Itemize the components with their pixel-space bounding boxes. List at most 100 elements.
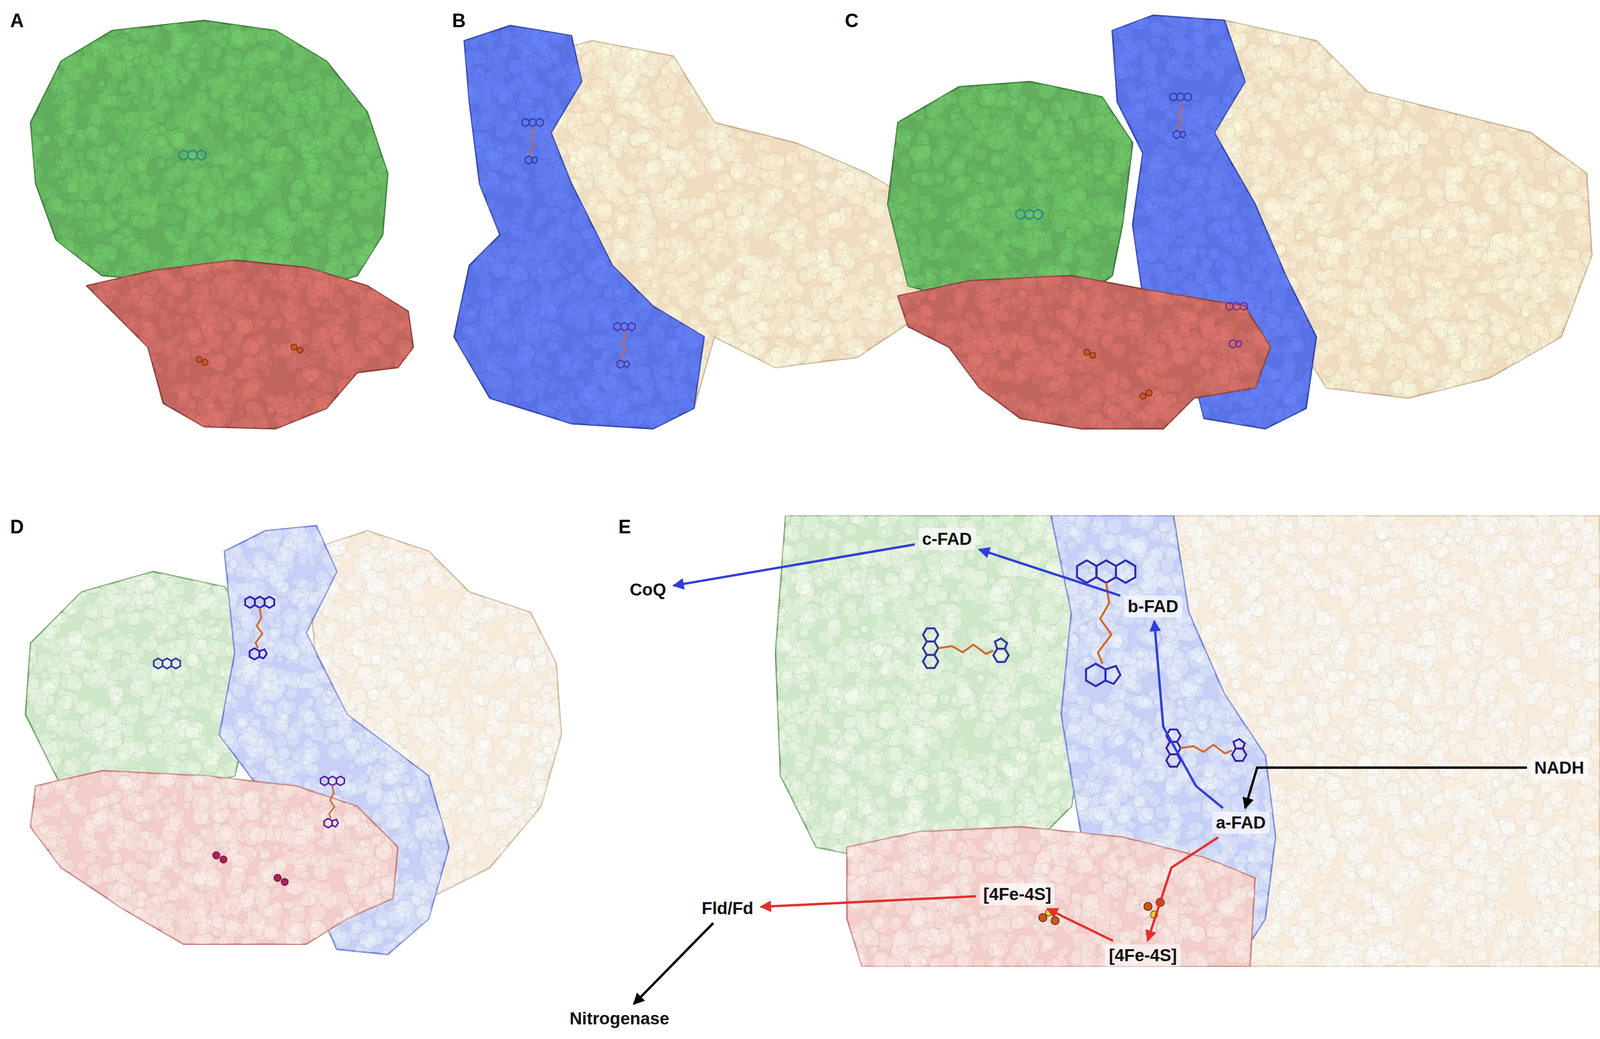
surface-bump xyxy=(41,54,59,72)
surface-bump xyxy=(387,383,398,394)
surface-bump xyxy=(357,399,370,411)
surface-bump xyxy=(361,401,380,419)
surface-bump xyxy=(377,112,389,124)
surface-bump xyxy=(401,372,408,380)
surface-bump xyxy=(54,95,65,105)
surface-bump xyxy=(221,54,236,69)
surface-bump xyxy=(274,16,288,29)
surface-bump xyxy=(187,60,199,72)
surface-bump xyxy=(393,389,410,406)
surface-bump xyxy=(200,98,208,105)
surface-bump xyxy=(78,183,97,202)
surface-bump xyxy=(387,291,396,300)
surface-bump xyxy=(246,103,254,110)
surface-bump xyxy=(85,148,97,161)
surface-bump xyxy=(101,343,116,357)
surface-bump xyxy=(388,380,403,395)
surface-bump xyxy=(208,87,223,102)
surface-bump xyxy=(365,63,375,73)
surface-bump xyxy=(33,202,41,210)
surface-bump xyxy=(201,164,209,172)
surface-bump xyxy=(229,105,239,114)
surface-bump xyxy=(208,16,221,29)
surface-bump xyxy=(127,350,143,366)
surface-bump xyxy=(238,180,246,189)
surface-bump xyxy=(33,241,42,250)
protein-surface xyxy=(30,20,388,291)
surface-bump xyxy=(109,391,117,399)
surface-bump xyxy=(379,374,397,392)
surface-bump xyxy=(196,301,211,316)
surface-bump xyxy=(34,69,47,82)
surface-bump xyxy=(142,308,149,315)
surface-bump xyxy=(98,324,106,332)
surface-bump xyxy=(348,174,365,191)
surface-bump xyxy=(40,235,58,253)
surface-bump xyxy=(106,378,123,396)
surface-bump xyxy=(97,326,115,344)
surface-bump xyxy=(343,63,356,76)
surface-bump xyxy=(27,247,40,260)
surface-bump xyxy=(107,335,119,347)
surface-bump xyxy=(216,189,223,196)
surface-bump xyxy=(96,391,103,398)
surface-bump xyxy=(126,93,134,100)
surface-bump xyxy=(110,255,127,272)
surface-bump xyxy=(264,35,271,42)
surface-bump xyxy=(189,115,208,134)
surface-bump xyxy=(31,231,46,245)
surface-bump xyxy=(362,95,370,102)
surface-bump xyxy=(98,79,105,87)
surface-bump xyxy=(337,257,348,268)
surface-bump xyxy=(312,46,326,60)
surface-bump xyxy=(323,75,338,90)
surface-bump xyxy=(172,109,192,128)
surface-bump xyxy=(70,32,81,43)
surface-bump xyxy=(126,45,137,56)
surface-bump xyxy=(247,37,257,47)
surface-bump xyxy=(226,345,240,359)
surface-bump xyxy=(335,50,349,64)
surface-bump xyxy=(401,357,419,375)
surface-bump xyxy=(129,31,140,42)
surface-bump xyxy=(399,369,411,381)
surface-bump xyxy=(379,312,387,320)
surface-bump xyxy=(337,34,349,46)
surface-bump xyxy=(114,408,122,416)
surface-bump xyxy=(324,360,335,372)
surface-bump xyxy=(40,20,47,28)
surface-bump xyxy=(51,84,62,95)
surface-bump xyxy=(353,61,366,73)
surface-bump xyxy=(84,363,95,375)
surface-bump xyxy=(227,380,238,390)
surface-bump xyxy=(88,39,100,52)
surface-bump xyxy=(75,129,85,139)
surface-bump xyxy=(322,34,340,52)
surface-bump xyxy=(267,273,278,284)
surface-bump xyxy=(358,260,375,277)
surface-bump xyxy=(387,400,395,408)
surface-bump xyxy=(84,218,102,237)
surface-bump xyxy=(320,30,328,38)
surface-bump xyxy=(338,53,345,60)
surface-bump xyxy=(353,389,371,407)
surface-bump xyxy=(226,127,237,138)
surface-bump xyxy=(379,354,392,368)
surface-bump xyxy=(30,204,49,223)
surface-bump xyxy=(155,403,170,418)
surface-bump xyxy=(184,194,200,209)
surface-bump xyxy=(374,103,382,111)
surface-bump xyxy=(288,407,303,422)
surface-bump xyxy=(338,53,347,62)
surface-bump xyxy=(114,261,128,276)
surface-bump xyxy=(396,404,408,415)
surface-bump xyxy=(386,395,398,407)
surface-bump xyxy=(350,403,366,419)
surface-bump xyxy=(158,316,173,331)
surface-bump xyxy=(394,368,407,381)
surface-bump xyxy=(163,230,176,243)
surface-bump xyxy=(135,244,152,261)
surface-bump xyxy=(141,293,149,301)
surface-bump xyxy=(380,161,390,171)
surface-bump xyxy=(138,356,150,368)
